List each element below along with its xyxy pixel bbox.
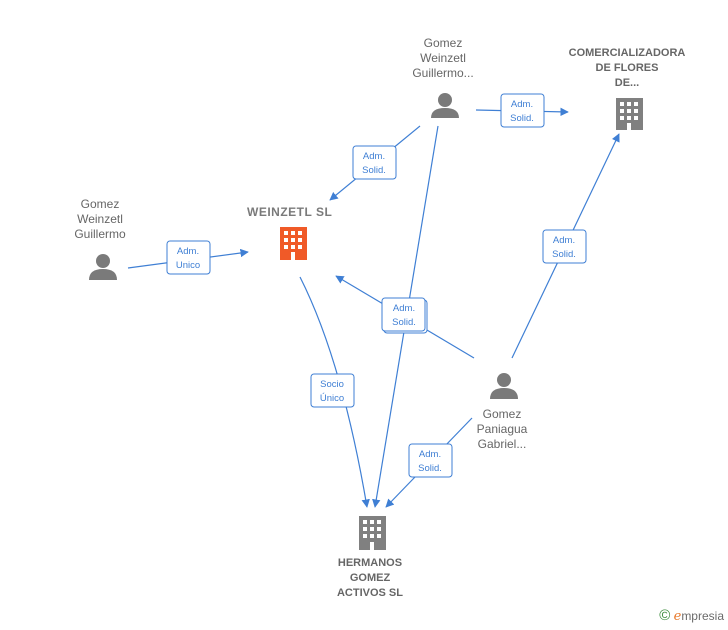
node-label-line1: HERMANOS xyxy=(338,557,402,569)
node-label-main: WEINZETL SL xyxy=(247,205,332,219)
node-label-line3: Gabriel... xyxy=(478,437,527,451)
edge-label-e3-line2: Unico xyxy=(176,260,200,271)
node-comercializadora[interactable]: COMERCIALIZADORA DE FLORES DE... xyxy=(569,47,686,130)
edge-label-e6[interactable]: Socio Único xyxy=(310,373,355,408)
brand-logo-text: mpresia xyxy=(681,609,724,623)
edge-label-e5-line2: Solid. xyxy=(552,249,576,260)
building-icon xyxy=(280,227,307,260)
edge-label-e4[interactable]: Adm. Solid. xyxy=(381,297,428,334)
node-label-line2: Weinzetl xyxy=(420,51,466,65)
node-label-line3: Guillermo... xyxy=(412,66,473,80)
brand-footer[interactable]: © empresia xyxy=(659,607,724,624)
node-gomez-paniagua-gabriel[interactable]: Gomez Paniagua Gabriel... xyxy=(477,373,528,451)
node-weinzetl-sl[interactable]: WEINZETL SL xyxy=(247,205,332,260)
node-gomez-weinzetl-guillermo-top[interactable]: Gomez Weinzetl Guillermo... xyxy=(412,36,474,118)
person-icon xyxy=(490,373,518,399)
edge-label-e4-line1: Adm. xyxy=(393,303,415,314)
edge-label-e7-line1: Adm. xyxy=(419,449,441,460)
node-label-line1: Gomez xyxy=(483,407,522,421)
building-icon xyxy=(616,98,643,130)
edge-label-e5-line1: Adm. xyxy=(553,235,575,246)
node-label-line3: Guillermo xyxy=(74,227,126,241)
node-label-line2: Paniagua xyxy=(477,422,528,436)
node-label-line1: COMERCIALIZADORA xyxy=(569,47,686,59)
node-gomez-weinzetl-guillermo-left[interactable]: Gomez Weinzetl Guillermo xyxy=(74,197,126,280)
copyright-icon: © xyxy=(659,607,671,624)
edge-label-e2[interactable]: Adm. Solid. xyxy=(352,145,397,180)
brand-logo-e: e xyxy=(673,609,682,624)
node-label-line2: GOMEZ xyxy=(350,572,391,584)
node-label-line2: Weinzetl xyxy=(77,212,123,226)
edge-label-e6-line2: Único xyxy=(320,393,344,404)
edge-label-e3[interactable]: Adm. Unico xyxy=(166,240,211,275)
edge-label-e3-line1: Adm. xyxy=(177,246,199,257)
edge-label-e7[interactable]: Adm. Solid. xyxy=(408,443,453,478)
edge-label-e1-line1: Adm. xyxy=(511,99,533,110)
node-label-line1: Gomez xyxy=(424,36,463,50)
edge-label-e5[interactable]: Adm. Solid. xyxy=(542,229,587,264)
edge-label-e2-line1: Adm. xyxy=(363,151,385,162)
person-icon xyxy=(89,254,117,280)
node-hermanos-gomez-activos[interactable]: HERMANOS GOMEZ ACTIVOS SL xyxy=(337,516,403,599)
edge-label-e2-line2: Solid. xyxy=(362,165,386,176)
node-label-line2: DE FLORES xyxy=(596,62,659,74)
edge-label-e1-line2: Solid. xyxy=(510,113,534,124)
building-icon xyxy=(359,516,386,550)
node-label-line1: Gomez xyxy=(81,197,120,211)
node-label-line3: DE... xyxy=(615,77,639,89)
person-icon xyxy=(431,93,459,118)
edge-label-e4-line2: Solid. xyxy=(392,317,416,328)
edge-label-e1[interactable]: Adm. Solid. xyxy=(500,93,545,128)
edge-label-e6-line1: Socio xyxy=(320,379,344,390)
edge-label-e7-line2: Solid. xyxy=(418,463,442,474)
node-label-line3: ACTIVOS SL xyxy=(337,587,403,599)
